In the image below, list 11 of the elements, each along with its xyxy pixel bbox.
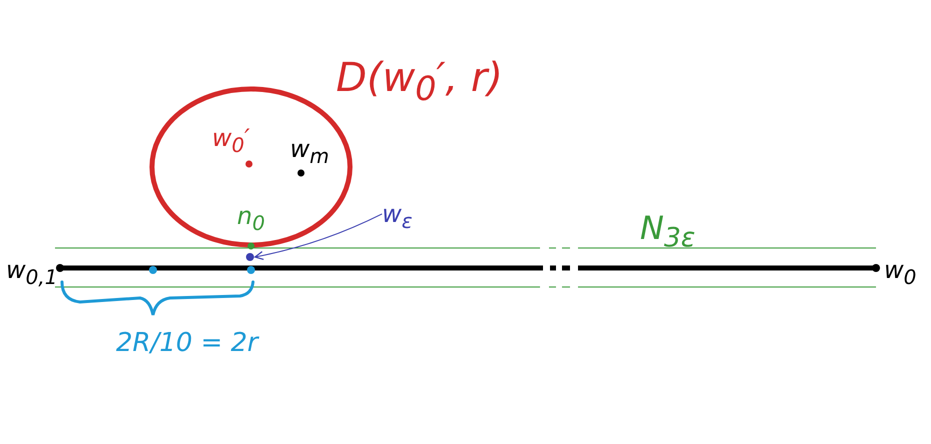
math-label: w$_{0}$′ xyxy=(212,126,250,155)
point-label: w$_{ε}$ xyxy=(382,200,412,233)
leader-line xyxy=(254,214,382,260)
math-label: w$_{m}$ xyxy=(290,137,330,166)
math-label: D(w$_{0}$′, r) xyxy=(336,58,503,106)
math-label: n$_{0}$ xyxy=(237,204,265,233)
math-label: N$_{3ε}$ xyxy=(640,212,696,252)
math-label: 2R/10 = 2r xyxy=(116,330,258,356)
math-label: w$_{0}$ xyxy=(884,258,916,287)
point-dot xyxy=(246,253,254,261)
math-label: w$_{0,1}$ xyxy=(6,258,58,287)
